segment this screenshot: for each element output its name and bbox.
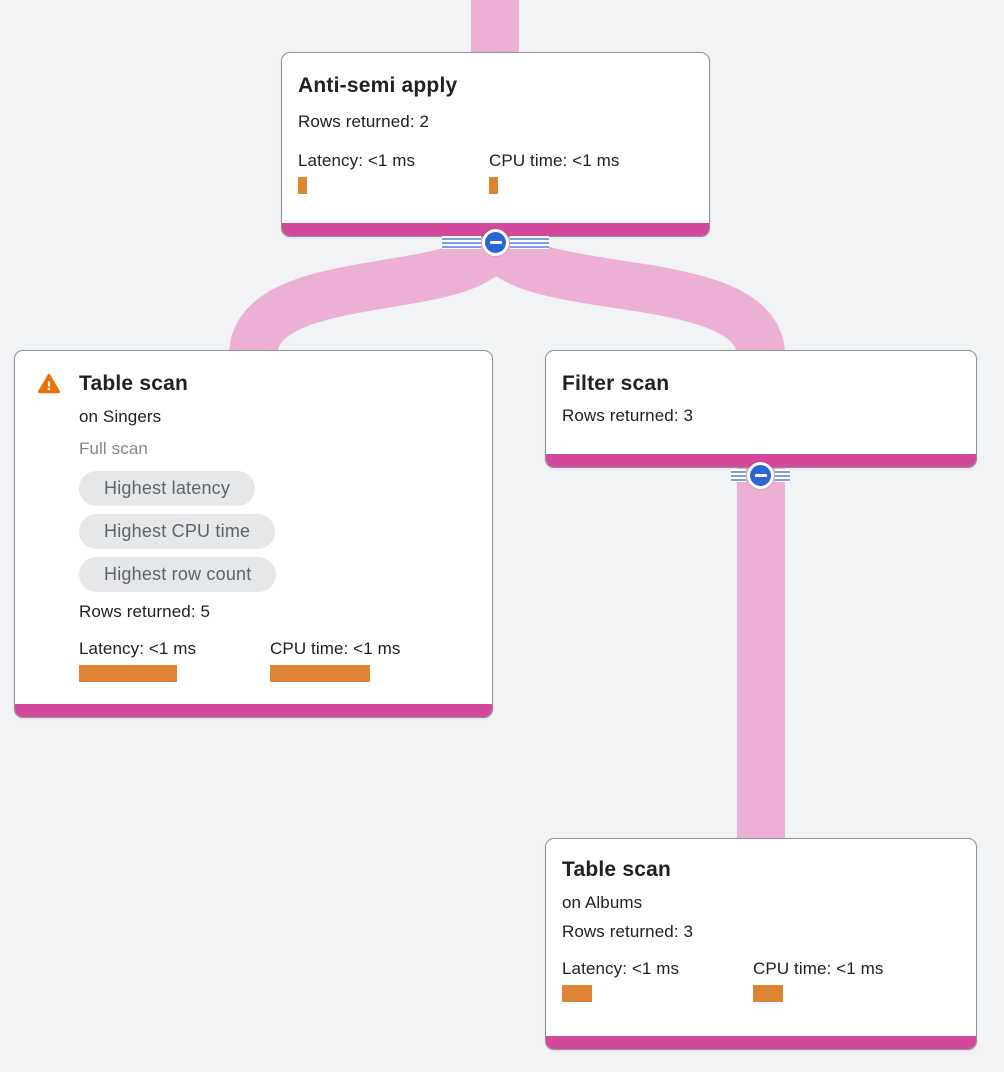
accent-strip bbox=[546, 454, 976, 467]
node-title: Filter scan bbox=[562, 372, 670, 395]
metrics-row: Latency: <1 ms CPU time: <1 ms bbox=[79, 638, 476, 682]
collapse-rail-right bbox=[510, 236, 549, 249]
latency-bar bbox=[79, 665, 177, 682]
latency-bar bbox=[562, 985, 592, 1002]
rows-returned: Rows returned: 2 bbox=[298, 112, 430, 131]
collapse-rail-left bbox=[442, 236, 481, 249]
node-title: Anti-semi apply bbox=[298, 74, 458, 97]
badge-highest-cpu-time: Highest CPU time bbox=[79, 514, 276, 549]
cpu-time-bar bbox=[270, 665, 370, 682]
cpu-metric: CPU time: <1 ms bbox=[270, 638, 461, 682]
node-table-scan-singers[interactable]: Table scan on Singers Full scan Highest … bbox=[14, 350, 493, 718]
node-subtitle: on Albums bbox=[562, 893, 643, 912]
collapse-button[interactable] bbox=[747, 462, 774, 489]
latency-metric: Latency: <1 ms bbox=[298, 150, 489, 194]
node-filter-scan[interactable]: Filter scan Rows returned: 3 bbox=[545, 350, 977, 468]
rows-returned: Rows returned: 5 bbox=[79, 602, 211, 621]
latency-label: Latency: <1 ms bbox=[298, 151, 416, 170]
node-subtitle: on Singers bbox=[79, 407, 162, 426]
collapse-button[interactable] bbox=[482, 229, 509, 256]
cpu-time-label: CPU time: <1 ms bbox=[489, 151, 620, 170]
collapse-rail-left bbox=[731, 469, 746, 482]
badge-highest-row-count: Highest row count bbox=[79, 557, 277, 592]
collapse-control-filter-scan bbox=[731, 462, 790, 489]
metrics-row: Latency: <1 ms CPU time: <1 ms bbox=[298, 150, 693, 194]
accent-strip bbox=[546, 1036, 976, 1049]
node-title: Table scan bbox=[79, 372, 188, 395]
node-table-scan-albums[interactable]: Table scan on Albums Rows returned: 3 La… bbox=[545, 838, 977, 1050]
cpu-metric: CPU time: <1 ms bbox=[753, 958, 944, 1002]
node-title: Table scan bbox=[562, 858, 671, 881]
latency-bar bbox=[298, 177, 307, 194]
latency-label: Latency: <1 ms bbox=[562, 959, 680, 978]
badge-highest-latency: Highest latency bbox=[79, 471, 256, 506]
metrics-row: Latency: <1 ms CPU time: <1 ms bbox=[562, 958, 960, 1002]
rows-returned: Rows returned: 3 bbox=[562, 922, 694, 941]
rows-returned: Rows returned: 3 bbox=[562, 406, 694, 425]
collapse-rail-right bbox=[775, 469, 790, 482]
badge-list: Highest latency Highest CPU time Highest… bbox=[79, 471, 476, 592]
cpu-time-label: CPU time: <1 ms bbox=[753, 959, 884, 978]
cpu-time-bar bbox=[753, 985, 783, 1002]
node-header: Table scan bbox=[37, 369, 476, 397]
scan-type-label: Full scan bbox=[79, 439, 148, 458]
minus-icon bbox=[489, 241, 502, 244]
cpu-metric: CPU time: <1 ms bbox=[489, 150, 680, 194]
collapse-control-anti-semi-apply bbox=[442, 229, 549, 256]
node-anti-semi-apply[interactable]: Anti-semi apply Rows returned: 2 Latency… bbox=[281, 52, 710, 237]
flow-edge-filter-to-albums bbox=[737, 468, 785, 840]
minus-icon bbox=[754, 474, 767, 477]
cpu-time-bar bbox=[489, 177, 498, 194]
accent-strip bbox=[15, 704, 492, 717]
warning-icon bbox=[37, 372, 61, 396]
cpu-time-label: CPU time: <1 ms bbox=[270, 639, 401, 658]
latency-label: Latency: <1 ms bbox=[79, 639, 197, 658]
flow-edge-root-top bbox=[471, 0, 519, 56]
latency-metric: Latency: <1 ms bbox=[79, 638, 270, 682]
latency-metric: Latency: <1 ms bbox=[562, 958, 753, 1002]
